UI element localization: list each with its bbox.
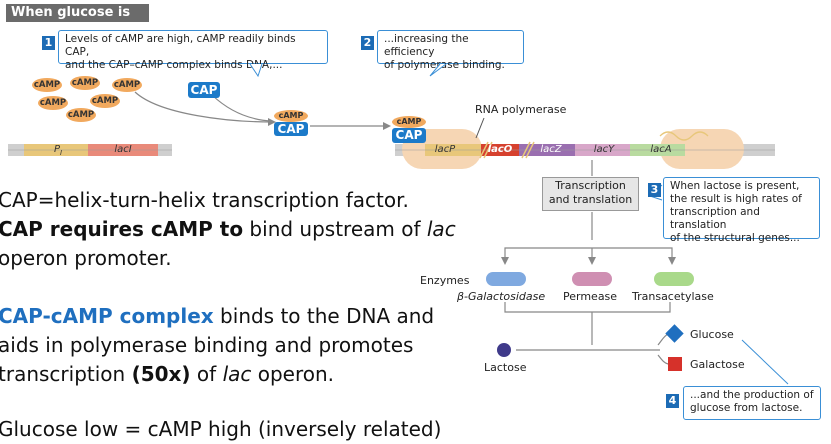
camp-molecule: cAMP <box>32 78 62 92</box>
body-line-3: operon promoter. <box>0 246 172 270</box>
callout-3-line-2: the result is high rates of <box>670 193 802 205</box>
body-line-5: aids in polymerase binding and promotes <box>0 333 414 357</box>
permease-label: Permease <box>563 290 618 303</box>
laco-label: lacO <box>487 144 513 155</box>
camp-molecule: cAMP <box>112 78 142 92</box>
step-4-badge: 4 <box>666 394 679 408</box>
callout-2-pointer <box>429 63 447 77</box>
callout-step-4: ...and the production of glucose from la… <box>683 386 821 420</box>
beta-galactosidase-label: β-Galactosidase <box>457 290 546 303</box>
camp-molecule: cAMP <box>70 76 100 90</box>
callout-3-line-3: transcription and translation <box>670 206 760 231</box>
permease-shape <box>572 272 612 286</box>
callout-3-line-4: of the structural genes... <box>670 232 800 244</box>
lacz-label: lacZ <box>540 144 562 155</box>
body-line-1: CAP=helix-turn-helix transcription facto… <box>0 188 409 212</box>
callout-4-line-1: ...and the production of <box>690 389 814 401</box>
cap-protein: CAP <box>188 82 220 98</box>
callout-3-line-1: When lactose is present, <box>670 180 800 192</box>
lactose-label: Lactose <box>484 361 527 374</box>
body-line-6: transcription (50x) of lac operon. <box>0 362 335 386</box>
step-3-badge: 3 <box>648 183 661 197</box>
galactose-icon <box>668 357 682 371</box>
transacetylase-shape <box>654 272 694 286</box>
body-line-7: Glucose low = cAMP high (inversely relat… <box>0 417 442 441</box>
laci-label: lacI <box>114 144 132 155</box>
camp-molecule: cAMP <box>90 94 120 108</box>
camp-molecule: cAMP <box>38 96 68 110</box>
beta-galactosidase-shape <box>486 272 526 286</box>
step-1-badge: 1 <box>42 36 55 50</box>
body-line-4: CAP-cAMP complex binds to the DNA and <box>0 304 435 328</box>
camp-molecule: cAMP <box>66 108 96 122</box>
step-2-badge: 2 <box>361 36 374 50</box>
camp-molecule: cAMP <box>392 116 426 128</box>
transacetylase-label: Transacetylase <box>632 290 714 303</box>
body-line-2: CAP requires cAMP to bind upstream of la… <box>0 217 456 241</box>
camp-molecule: cAMP <box>274 110 308 122</box>
body-paragraph-2: CAP-cAMP complex binds to the DNA and ai… <box>0 302 434 389</box>
callout-1-line-1: Levels of cAMP are high, cAMP readily bi… <box>65 33 296 58</box>
cap-camp-complex: CAP <box>274 122 308 136</box>
lacp-label: lacP <box>434 144 456 155</box>
camp-to-complex-arrow <box>134 91 273 123</box>
callout-step-3: When lactose is present, the result is h… <box>663 177 820 244</box>
transcription-translation-box: Transcription and translation <box>542 177 639 211</box>
body-paragraph-1: CAP=helix-turn-helix transcription facto… <box>0 186 456 273</box>
galactose-label: Galactose <box>690 358 745 371</box>
rna-polymerase-label: RNA polymerase <box>475 103 567 116</box>
enzymes-title: Enzymes <box>420 274 470 287</box>
dna-bound-cap: CAP <box>392 128 426 143</box>
pi-label: PI <box>53 144 63 157</box>
lacy-label: lacY <box>593 144 615 155</box>
rna-polymerase-leader <box>475 117 485 139</box>
cap-to-complex-arrow <box>211 94 273 122</box>
process-line-1: Transcription <box>555 179 626 192</box>
lactose-icon <box>497 343 511 357</box>
operon-diagram <box>8 63 789 385</box>
process-line-2: and translation <box>548 193 633 206</box>
callout-2-line-1: ...increasing the efficiency <box>384 33 469 58</box>
callout-step-1: Levels of cAMP are high, cAMP readily bi… <box>58 30 328 71</box>
callout-1-line-2: and the CAP–cAMP complex binds DNA,... <box>65 59 283 71</box>
condition-header: When glucose is low <box>6 4 149 38</box>
laca-label: lacA <box>650 144 672 155</box>
callout-1-pointer <box>249 63 263 78</box>
glucose-label: Glucose <box>690 328 734 341</box>
callout-4-line-2: glucose from lactose. <box>690 402 803 414</box>
